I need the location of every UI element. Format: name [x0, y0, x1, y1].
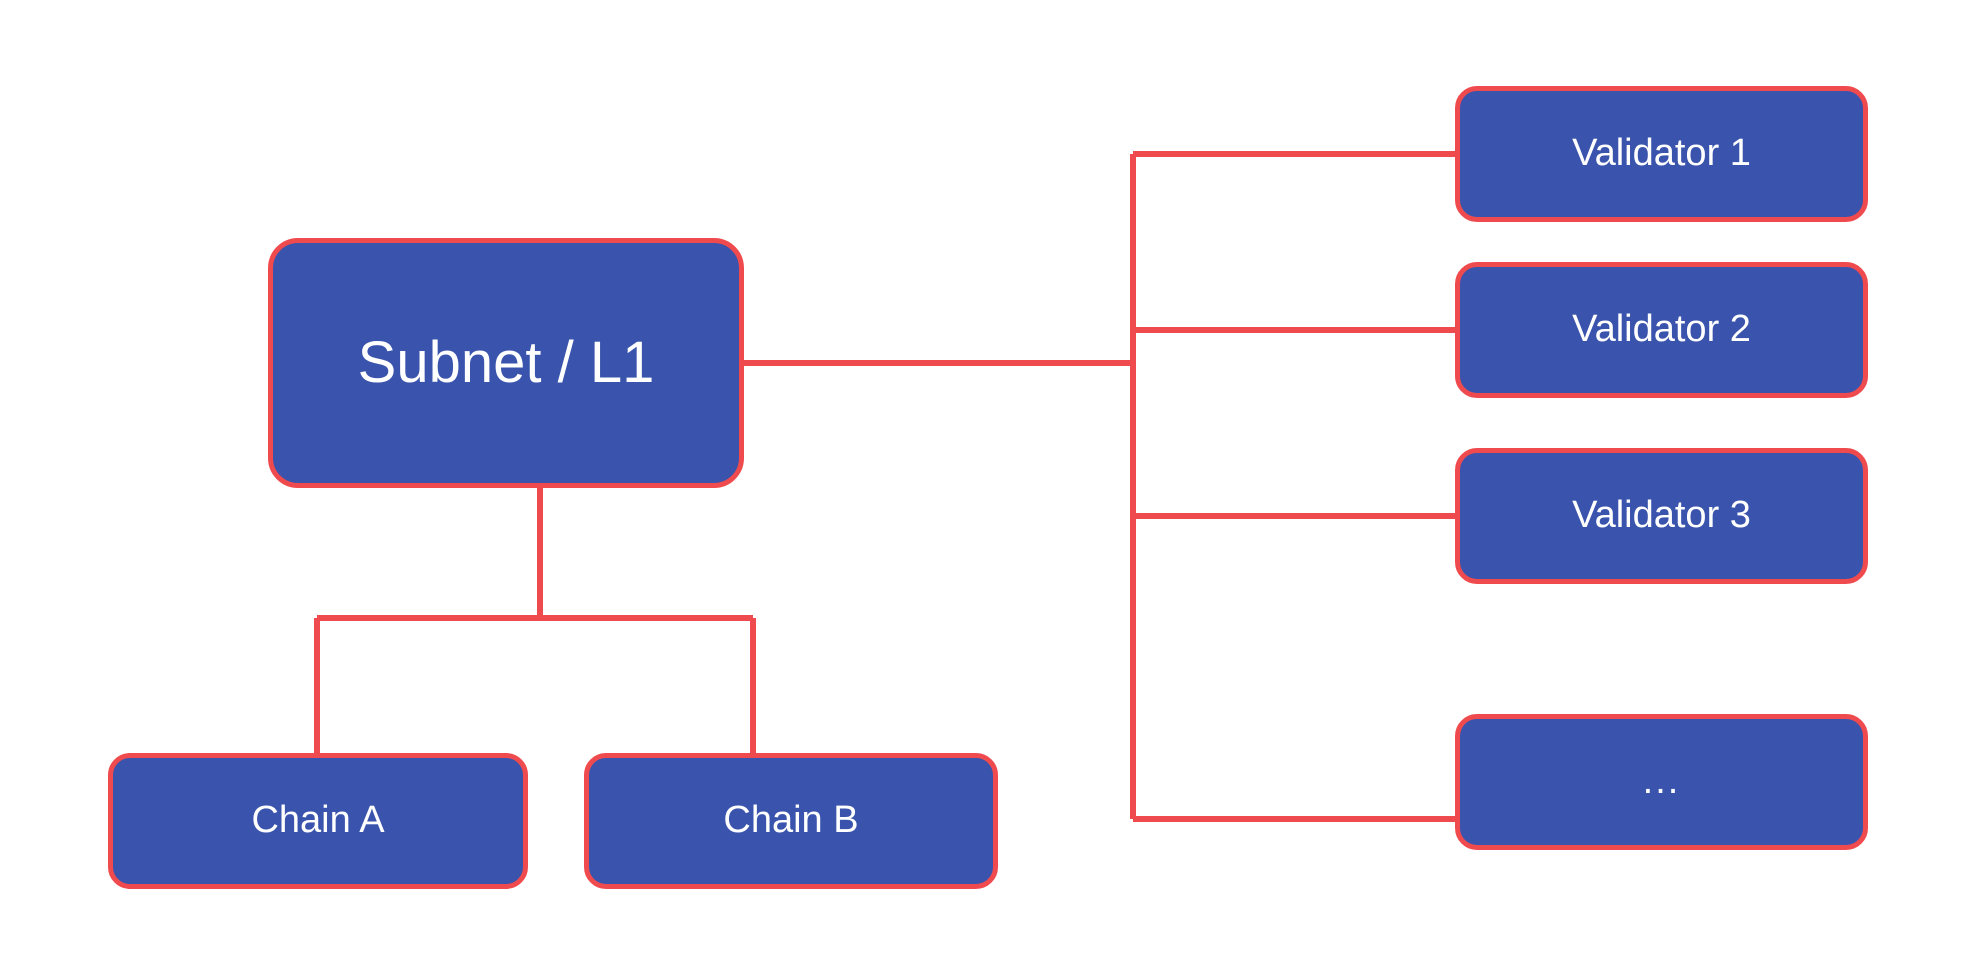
- node-subnet-l1-label: Subnet / L1: [357, 330, 655, 396]
- node-validator-2-label: Validator 2: [1572, 308, 1751, 351]
- node-validator-more-label: ...: [1642, 760, 1681, 803]
- node-chain-a[interactable]: Chain A: [108, 753, 528, 889]
- node-chain-a-label: Chain A: [251, 799, 385, 842]
- node-subnet-l1[interactable]: Subnet / L1: [268, 238, 744, 488]
- node-validator-2[interactable]: Validator 2: [1455, 262, 1868, 398]
- node-validator-more[interactable]: ...: [1455, 714, 1868, 850]
- node-validator-3-label: Validator 3: [1572, 494, 1751, 537]
- node-validator-1-label: Validator 1: [1572, 132, 1751, 175]
- node-validator-1[interactable]: Validator 1: [1455, 86, 1868, 222]
- node-validator-3[interactable]: Validator 3: [1455, 448, 1868, 584]
- node-chain-b[interactable]: Chain B: [584, 753, 998, 889]
- node-chain-b-label: Chain B: [723, 799, 859, 842]
